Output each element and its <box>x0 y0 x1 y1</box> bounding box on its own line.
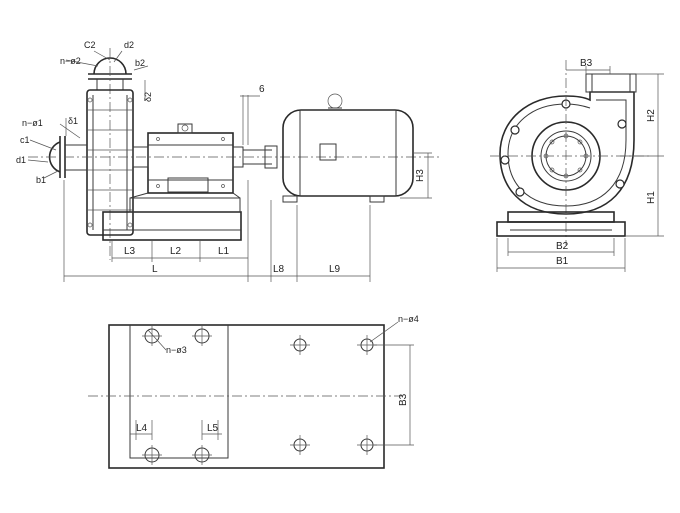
label-l: L <box>152 264 158 275</box>
pump-casing <box>86 89 134 236</box>
end-dimensions <box>496 66 664 272</box>
label-l3: L3 <box>124 246 136 257</box>
label-b2: b2 <box>135 58 145 68</box>
label-b2: B2 <box>556 241 569 252</box>
side-dimensions <box>27 50 432 282</box>
label-h3: H3 <box>415 169 426 182</box>
label-delta1: δ1 <box>68 116 78 126</box>
motor <box>282 93 414 203</box>
label-l4: L4 <box>136 423 148 434</box>
label-l1: L1 <box>218 246 230 257</box>
label-n-phi4: n−ø4 <box>398 314 419 324</box>
label-l9: L9 <box>329 264 341 275</box>
side-view: C2 d2 n−ø2 b2 δ2 n−ø1 δ1 c1 d1 b1 L3 L2 … <box>16 40 440 282</box>
label-c1: c1 <box>20 135 30 145</box>
pump-footprint <box>129 325 229 459</box>
label-n-phi2: n−ø2 <box>60 56 81 66</box>
motor-bolt-holes <box>290 335 377 455</box>
label-l5: L5 <box>207 423 219 434</box>
plan-base-plate <box>108 324 385 469</box>
pump-bolt-holes <box>142 326 212 465</box>
label-delta2: δ2 <box>143 92 153 102</box>
label-d1: d1 <box>16 155 26 165</box>
plan-view: n−ø4 n−ø3 B3 L4 L5 <box>88 314 419 469</box>
end-base <box>496 211 626 237</box>
label-h2: H2 <box>646 109 657 122</box>
label-d2: d2 <box>124 40 134 50</box>
suction-flange <box>28 136 440 178</box>
bearing-housing <box>132 123 278 194</box>
volute <box>490 60 650 245</box>
label-b1: b1 <box>36 175 46 185</box>
label-c2: C2 <box>84 40 96 50</box>
base-frame <box>102 192 242 241</box>
label-b3-top: B3 <box>580 58 593 69</box>
label-six: 6 <box>259 84 265 95</box>
end-view: B3 H2 H1 B2 B1 <box>490 58 664 272</box>
label-h1: H1 <box>646 191 657 204</box>
label-n-phi1: n−ø1 <box>22 118 43 128</box>
plan-dimensions <box>130 321 414 446</box>
label-l2: L2 <box>170 246 182 257</box>
label-b3-plan: B3 <box>398 393 409 406</box>
label-l8: L8 <box>273 264 285 275</box>
discharge-flange <box>88 48 132 260</box>
label-b1-end: B1 <box>556 256 569 267</box>
label-n-phi3: n−ø3 <box>166 345 187 355</box>
